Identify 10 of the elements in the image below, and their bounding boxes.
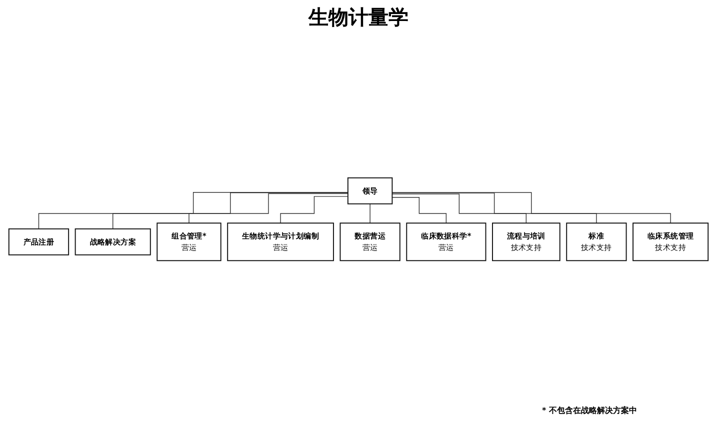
connector	[280, 196, 348, 224]
connector	[392, 196, 447, 224]
connector	[38, 192, 348, 229]
connector	[392, 193, 527, 224]
footnote: * 不包含在战略解决方案中	[542, 405, 637, 416]
diagram-title: 生物计量学	[307, 4, 410, 31]
connector	[112, 192, 348, 229]
connector	[188, 193, 348, 224]
connector	[392, 192, 597, 224]
connector	[392, 192, 671, 224]
